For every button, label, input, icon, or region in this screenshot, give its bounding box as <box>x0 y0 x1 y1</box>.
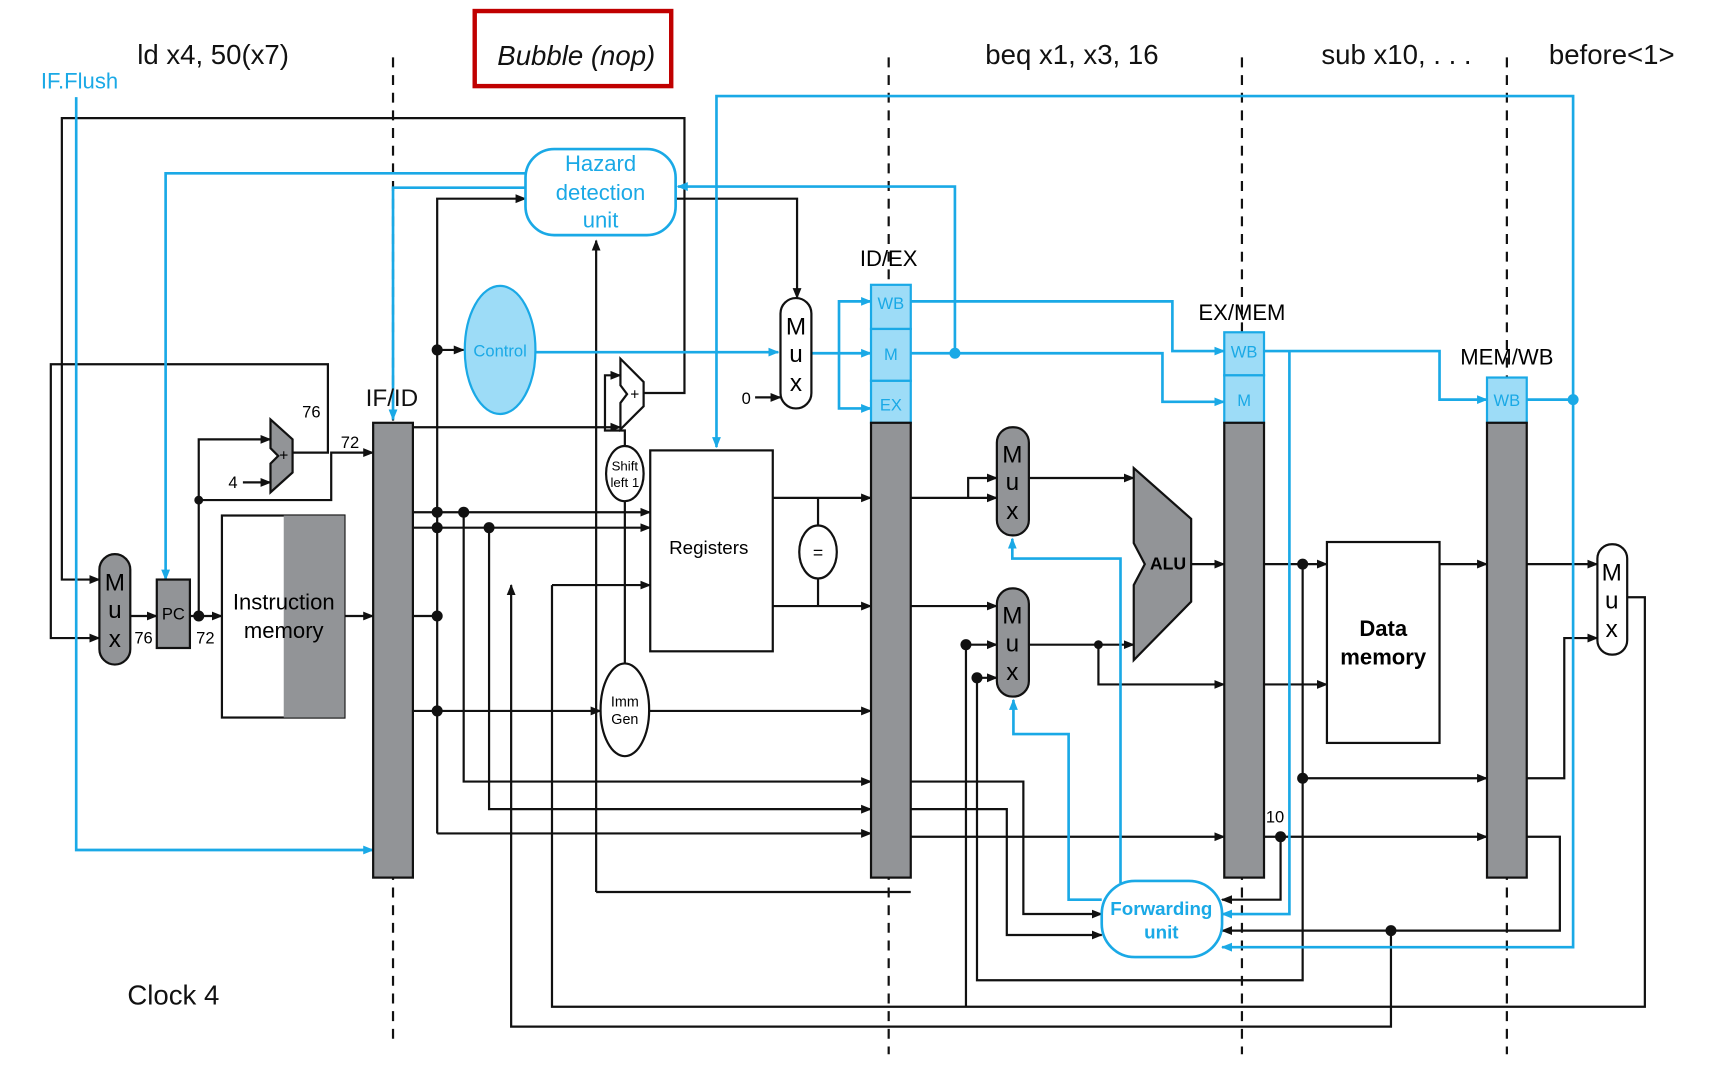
value-72-pc: 72 <box>196 629 214 648</box>
svg-text:u: u <box>1605 587 1619 614</box>
svg-text:M: M <box>1002 442 1022 469</box>
svg-text:M: M <box>1237 391 1251 410</box>
value-76-adder: 76 <box>302 402 320 421</box>
alu-mux-a: M u x <box>995 426 1030 537</box>
svg-text:=: = <box>813 543 823 563</box>
svg-text:M: M <box>105 570 125 597</box>
svg-text:WB: WB <box>1231 343 1258 362</box>
svg-text:+: + <box>630 387 639 404</box>
alu-mux-b: M u x <box>995 587 1030 698</box>
data-memory: Data memory <box>1325 540 1441 745</box>
if-flush-label: IF.Flush <box>41 68 118 93</box>
register-file: Registers <box>649 449 774 653</box>
svg-text:+: + <box>279 447 288 464</box>
svg-text:WB: WB <box>1494 391 1521 410</box>
equality-comparator: = <box>798 524 838 580</box>
value-10: 10 <box>1266 807 1284 826</box>
svg-text:ID/EX: ID/EX <box>860 246 918 271</box>
memwb-register: WB MEM/WB <box>1460 344 1553 879</box>
pc-adder: + <box>269 417 294 495</box>
svg-text:unit: unit <box>1144 921 1179 942</box>
program-counter: PC <box>155 578 192 650</box>
svg-text:Gen: Gen <box>611 712 638 728</box>
value-72-adder: 72 <box>341 433 359 452</box>
shift-left-1: Shift left 1 <box>604 444 645 503</box>
svg-text:Forwarding: Forwarding <box>1110 898 1212 919</box>
svg-text:detection: detection <box>556 180 646 205</box>
instr-mem: sub x10, . . . <box>1321 39 1471 70</box>
svg-text:Hazard: Hazard <box>565 151 636 176</box>
value-76-pc: 76 <box>134 629 152 648</box>
svg-text:u: u <box>1006 630 1020 657</box>
svg-text:M: M <box>1602 560 1622 587</box>
svg-text:Imm: Imm <box>611 695 639 711</box>
svg-text:memory: memory <box>1340 645 1427 670</box>
svg-text:u: u <box>789 341 802 368</box>
svg-text:Shift: Shift <box>612 458 639 473</box>
datapath-wires <box>49 117 1646 1028</box>
svg-text:memory: memory <box>244 618 324 643</box>
alu: ALU <box>1132 465 1193 663</box>
instr-id: Bubble (nop) <box>497 40 655 71</box>
value-0: 0 <box>742 389 751 408</box>
svg-text:Registers: Registers <box>669 537 748 558</box>
svg-text:u: u <box>108 597 122 624</box>
control-mux: M u x <box>779 296 813 410</box>
highlight-box <box>472 8 674 89</box>
pc-mux: M u x <box>98 553 132 666</box>
svg-text:Data: Data <box>1359 616 1408 641</box>
svg-text:u: u <box>1006 469 1020 496</box>
svg-text:M: M <box>884 345 898 364</box>
instr-if: ld x4, 50(x7) <box>137 39 289 70</box>
svg-text:left 1: left 1 <box>610 475 639 490</box>
svg-text:x: x <box>1006 498 1018 525</box>
svg-text:x: x <box>790 370 802 397</box>
svg-text:IF/ID: IF/ID <box>366 385 419 412</box>
svg-text:MEM/WB: MEM/WB <box>1460 344 1553 369</box>
instruction-memory: Instruction memory <box>220 514 346 719</box>
idex-register: WB M EX ID/EX <box>860 246 918 879</box>
svg-text:EX/MEM: EX/MEM <box>1198 300 1285 325</box>
svg-text:WB: WB <box>878 294 905 313</box>
svg-text:M: M <box>1002 603 1022 630</box>
svg-text:x: x <box>1606 616 1618 643</box>
clock-label: Clock 4 <box>127 980 219 1011</box>
imm-gen: Imm Gen <box>599 662 651 758</box>
svg-text:unit: unit <box>583 207 619 232</box>
control-unit: Control <box>463 284 537 416</box>
ifid-register: IF/ID <box>366 385 419 879</box>
control-wires <box>74 94 1579 952</box>
wire-junctions <box>193 344 1397 937</box>
svg-text:Control: Control <box>473 342 526 361</box>
instr-wb: before<1> <box>1549 39 1675 70</box>
instr-ex: beq x1, x3, 16 <box>985 39 1158 70</box>
svg-text:M: M <box>786 313 806 340</box>
forwarding-unit: Forwarding unit <box>1100 879 1224 959</box>
svg-text:EX: EX <box>880 396 902 415</box>
svg-text:ALU: ALU <box>1150 554 1186 574</box>
hazard-detection-unit: Hazard detection unit <box>524 147 677 237</box>
branch-adder: + <box>619 356 645 433</box>
svg-text:x: x <box>1006 659 1018 686</box>
svg-text:Instruction: Instruction <box>233 589 335 614</box>
value-4: 4 <box>228 473 237 492</box>
svg-text:PC: PC <box>162 604 185 623</box>
writeback-mux: M u x <box>1596 543 1629 656</box>
svg-text:x: x <box>109 626 121 653</box>
exmem-register: WB M EX/MEM <box>1198 300 1285 879</box>
